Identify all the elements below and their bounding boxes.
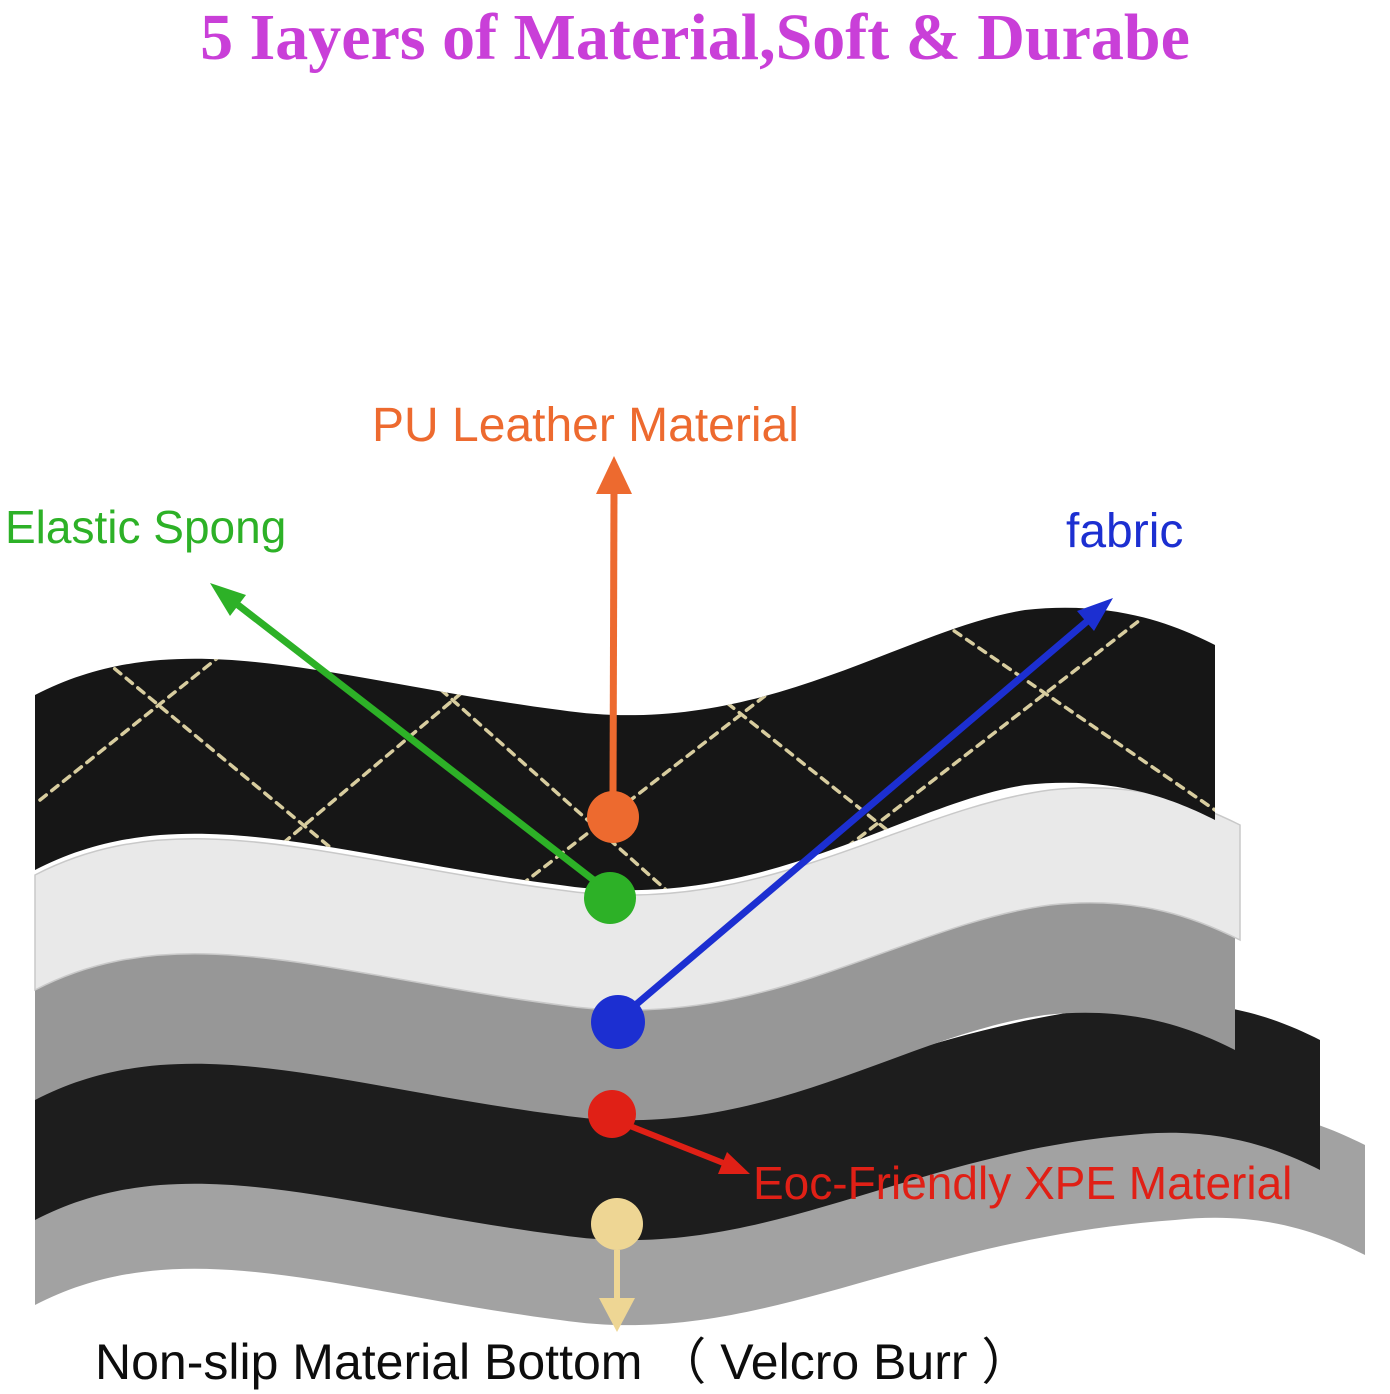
xpe-arrow-line bbox=[628, 1123, 738, 1171]
xpe-marker-dot bbox=[588, 1090, 636, 1138]
fabric-arrow-line bbox=[629, 609, 1101, 1011]
elastic-sponge-arrow-line bbox=[235, 602, 603, 888]
fabric-arrowhead-icon bbox=[1077, 598, 1113, 631]
non-slip-marker-dot bbox=[591, 1198, 643, 1250]
non-slip-arrowhead-icon bbox=[599, 1298, 635, 1332]
xpe-arrowhead-icon bbox=[718, 1152, 750, 1174]
page-title: 5 Iayers of Material,Soft & Durabe bbox=[200, 1, 1190, 74]
xpe-layer-shape bbox=[35, 1002, 1320, 1241]
pu-leather-arrow-line bbox=[609, 489, 618, 796]
label-elastic-sponge: Elastic Spong bbox=[5, 501, 287, 553]
elastic-sponge-arrowhead-icon bbox=[210, 583, 246, 616]
elastic-sponge-marker-dot bbox=[584, 872, 636, 924]
pu-leather-arrowhead-icon bbox=[596, 456, 632, 494]
pu-leather-marker-dot bbox=[587, 791, 639, 843]
sponge-layer-shape bbox=[34, 787, 1241, 1011]
label-pu-leather: PU Leather Material bbox=[372, 399, 799, 452]
label-fabric: fabric bbox=[1066, 505, 1184, 558]
label-xpe-material: Eoc-Friendly XPE Material bbox=[753, 1157, 1293, 1209]
label-non-slip-bottom: Non-slip Material Bottom （ Velcro Burr ） bbox=[95, 1334, 1032, 1390]
fabric-marker-dot bbox=[591, 995, 645, 1049]
